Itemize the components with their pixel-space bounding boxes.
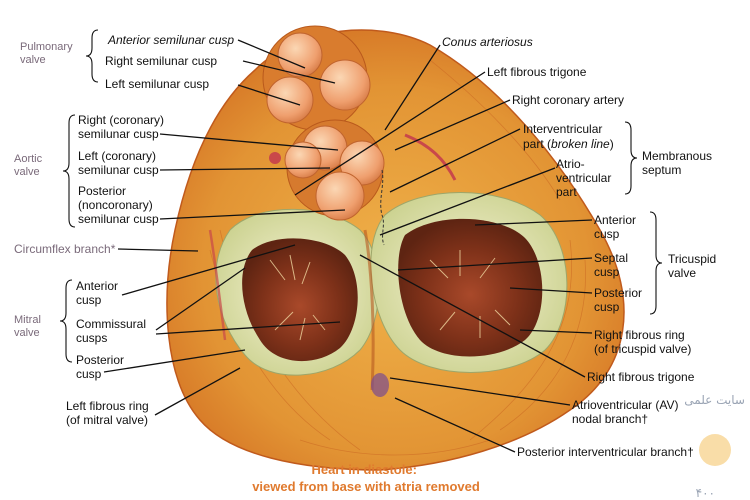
circumflex-vessel	[208, 229, 227, 341]
label-right-coronary-semilunar-cusp: Right (coronary) semilunar cusp	[78, 113, 167, 141]
label-posterior-cusp-mitral: Posterior cusp	[76, 353, 127, 381]
pulmonary-valve-drawing	[262, 25, 371, 131]
label-left-coronary-semilunar-cusp: Left (coronary) semilunar cusp	[78, 149, 159, 177]
tricuspid-valve-orifice	[370, 192, 568, 373]
label-left-fibrous-trigone: Left fibrous trigone	[487, 65, 587, 79]
mitral-valve-group-label: Mitral valve	[14, 314, 44, 339]
right-coronary-artery-vessel	[404, 133, 457, 181]
label-left-semilunar-cusp: Left semilunar cusp	[105, 77, 209, 91]
figure-caption: Heart in diastole: viewed from base with…	[252, 462, 480, 494]
label-atrioventricular-part: Atrio- ventricular part	[556, 157, 615, 199]
leader-lines	[103, 39, 593, 453]
label-right-fibrous-trigone: Right fibrous trigone	[587, 370, 695, 384]
label-conus-arteriosus: Conus arteriosus	[442, 35, 533, 49]
svg-text:سایت علمی: سایت علمی	[684, 393, 745, 407]
membranous-septum-group-label: Membranous septum	[642, 149, 715, 177]
label-commissural-cusps: Commissural cusps	[76, 317, 149, 345]
heart-illustration	[166, 25, 625, 471]
av-node-spot	[371, 373, 389, 397]
label-anterior-semilunar-cusp: Anterior semilunar cusp	[107, 33, 234, 47]
label-posterior-interventricular-branch: Posterior interventricular branch†	[517, 445, 694, 459]
aortic-valve-group-label: Aortic valve	[14, 153, 45, 178]
label-anterior-cusp-mitral: Anterior cusp	[76, 279, 121, 307]
label-septal-cusp: Septal cusp	[594, 251, 631, 279]
pulmonary-valve-group-label: Pulmonary valve	[20, 41, 76, 66]
svg-text:۴۰۰: ۴۰۰	[696, 486, 715, 500]
label-left-fibrous-ring: Left fibrous ring (of mitral valve)	[66, 399, 152, 427]
watermark-logo-icon	[699, 434, 731, 466]
label-av-nodal-branch: Atrioventricular (AV) nodal branch†	[572, 398, 682, 426]
label-right-fibrous-ring: Right fibrous ring (of tricuspid valve)	[594, 328, 691, 356]
label-right-semilunar-cusp: Right semilunar cusp	[105, 54, 217, 68]
coronary-spot	[269, 152, 281, 164]
aortic-valve-drawing	[284, 119, 385, 221]
label-anterior-cusp-tricuspid: Anterior cusp	[594, 213, 639, 241]
tricuspid-valve-group-label: Tricuspid valve	[668, 252, 720, 280]
label-circumflex-branch: Circumflex branch*	[14, 242, 116, 256]
braces	[59, 29, 663, 363]
septal-ridge	[363, 229, 375, 391]
label-posterior-noncoronary-semilunar-cusp: Posterior (noncoronary) semilunar cusp	[78, 184, 159, 226]
membranous-septum-broken-line	[380, 169, 385, 246]
watermark: سایت علمی ۴۰۰	[684, 393, 745, 500]
label-interventricular-part: Interventricular part (broken line)	[523, 122, 614, 151]
label-right-coronary-artery: Right coronary artery	[512, 93, 624, 107]
label-posterior-cusp-tricuspid: Posterior cusp	[594, 286, 645, 314]
